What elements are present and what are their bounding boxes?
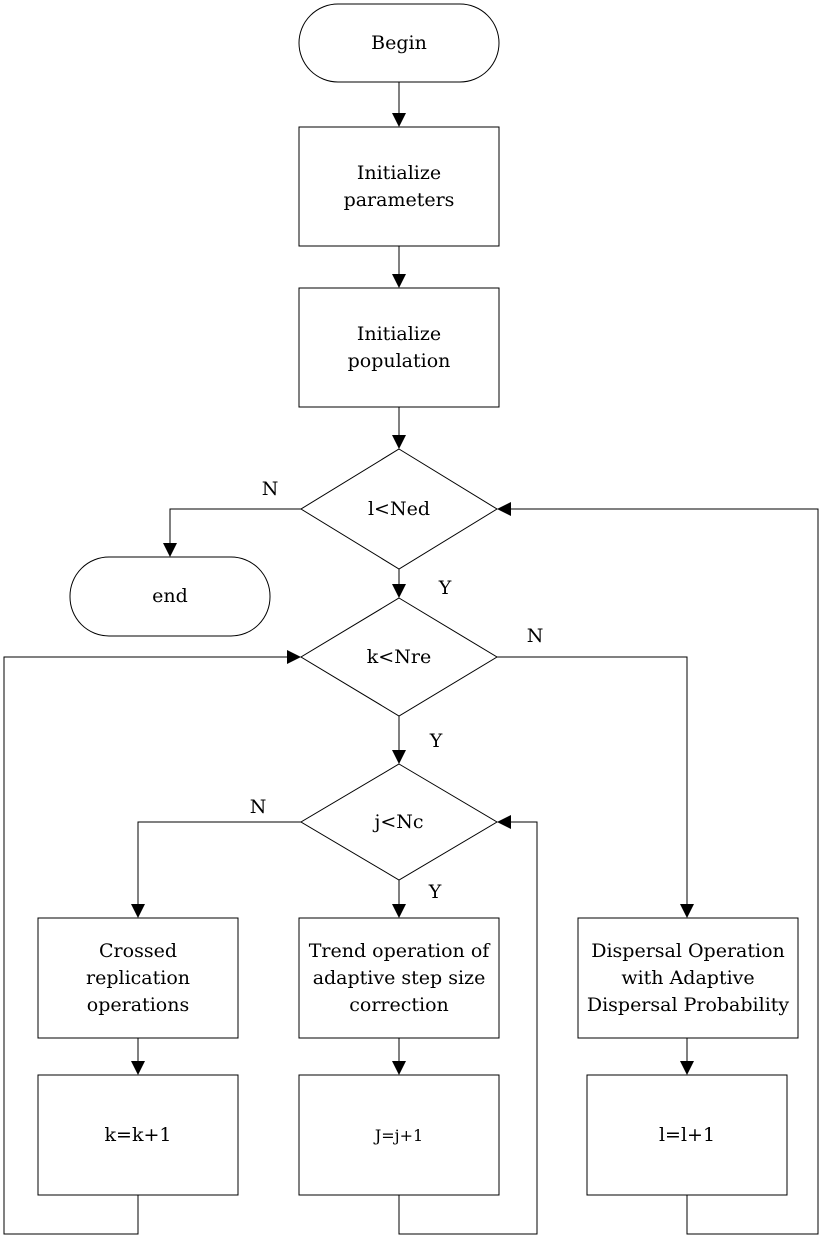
trend-box	[298, 917, 500, 1039]
l-no-label: N	[261, 478, 279, 500]
j-no-label: N	[249, 796, 267, 818]
j-inc-label: J=j+1	[374, 1125, 424, 1145]
end-label: end	[152, 585, 188, 607]
k-no-label: N	[526, 625, 544, 647]
l-inc-box	[586, 1074, 788, 1196]
j-cond-label: j<Nc	[374, 810, 424, 833]
arrowhead-params	[392, 113, 406, 127]
arrowhead-k-loop	[287, 650, 301, 664]
crossed-label: Crossed replication operations	[86, 939, 190, 1016]
edge-j-no-to-crossed	[137, 821, 301, 904]
arrowhead-k	[392, 584, 406, 598]
l-cond-label: l<Ned	[367, 497, 431, 520]
edge-l-no-to-end	[169, 508, 301, 543]
crossed-box	[37, 917, 239, 1039]
arrowhead-linc	[680, 1061, 694, 1075]
k-yes-label: Y	[429, 730, 443, 752]
arrowhead-trend	[392, 904, 406, 918]
arrowhead-l	[392, 435, 406, 449]
dispersal-label: Dispersal Operation with Adaptive Disper…	[586, 939, 790, 1016]
j-yes-label: Y	[428, 881, 442, 903]
arrowhead-kinc	[131, 1061, 145, 1075]
edge-linc-loop-to-l	[511, 508, 819, 1235]
arrowhead-j-loop	[497, 815, 511, 829]
arrowhead-dispersal	[680, 904, 694, 918]
l-inc-label: l=l+1	[658, 1123, 716, 1146]
arrowhead-pop	[392, 274, 406, 288]
edge-jinc-loop-to-j	[398, 821, 538, 1235]
arrowhead-l-loop	[497, 502, 511, 516]
l-yes-label: Y	[438, 577, 452, 599]
dispersal-box	[577, 917, 799, 1039]
k-inc-box	[37, 1074, 239, 1196]
trend-label: Trend operation of adaptive step size co…	[308, 939, 490, 1016]
j-inc-box	[298, 1074, 500, 1196]
init-params-box	[298, 126, 500, 247]
init-pop-label: Initialize population	[347, 322, 451, 372]
init-params-label: Initialize parameters	[343, 161, 455, 211]
arrowhead-jinc	[392, 1061, 406, 1075]
k-cond-label: k<Nre	[366, 645, 432, 668]
k-inc-label: k=k+1	[104, 1123, 172, 1146]
arrowhead-j	[392, 750, 406, 764]
begin-label: Begin	[371, 31, 427, 54]
arrowhead-crossed	[131, 904, 145, 918]
edge-k-no-to-dispersal	[497, 656, 688, 904]
edge-kinc-loop-to-k	[3, 656, 287, 1235]
arrowhead-end	[163, 543, 177, 557]
